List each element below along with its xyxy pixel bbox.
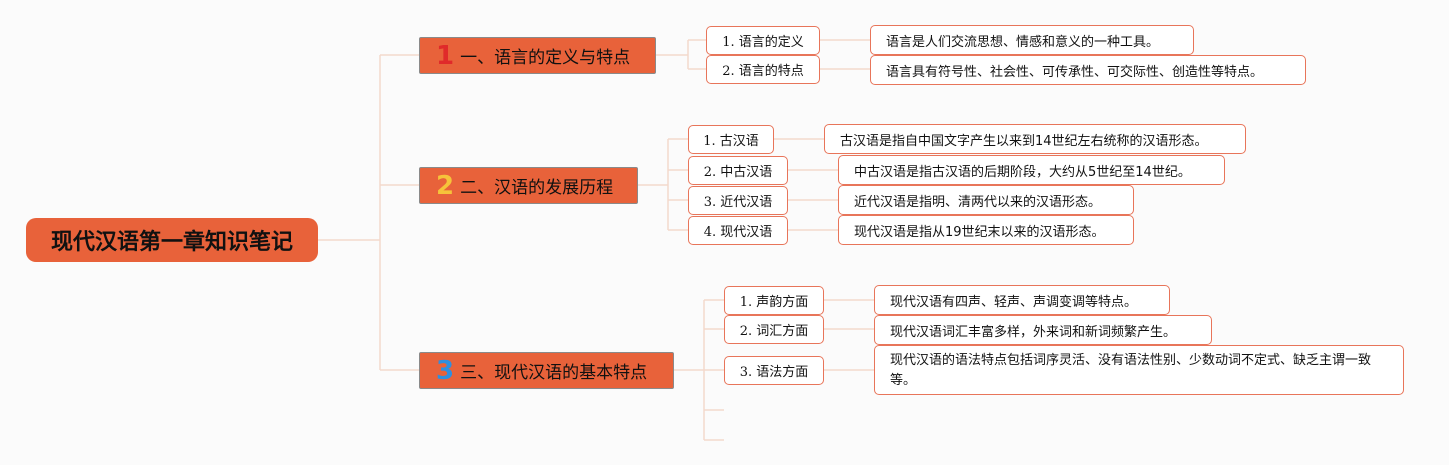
detail-text: 现代汉语的语法特点包括词序灵活、没有语法性别、少数动词不定式、缺乏主谓一致等。 xyxy=(890,353,1372,388)
topic-node[interactable]: 4. 现代汉语 xyxy=(688,216,788,245)
topic-label: 2. 词汇方面 xyxy=(739,324,809,339)
detail-text: 语言具有符号性、社会性、可传承性、可交际性、创造性等特点。 xyxy=(886,64,1264,80)
detail-text: 语言是人们交流思想、情感和意义的一种工具。 xyxy=(886,34,1160,50)
topic-label: 1. 声韵方面 xyxy=(739,295,809,310)
topic-node[interactable]: 1. 古汉语 xyxy=(688,125,774,154)
detail-text: 近代汉语是指明、清两代以来的汉语形态。 xyxy=(854,194,1102,210)
detail-node[interactable]: 中古汉语是指古汉语的后期阶段，大约从5世纪至14世纪。 xyxy=(838,155,1225,185)
connector-b2 xyxy=(638,138,688,231)
branch-node-1[interactable]: 1 一、语言的定义与特点 xyxy=(419,37,656,74)
number-3-icon: 3 xyxy=(436,355,455,386)
root-node[interactable]: 现代汉语第一章知识笔记 xyxy=(26,218,318,262)
detail-node[interactable]: 语言是人们交流思想、情感和意义的一种工具。 xyxy=(870,25,1194,55)
detail-text: 现代汉语词汇丰富多样，外来词和新词频繁产生。 xyxy=(890,324,1177,340)
topic-label: 4. 现代汉语 xyxy=(703,225,773,240)
detail-node[interactable]: 语言具有符号性、社会性、可传承性、可交际性、创造性等特点。 xyxy=(870,55,1306,85)
topic-label: 1. 古汉语 xyxy=(703,134,759,149)
branch-node-2[interactable]: 2 二、汉语的发展历程 xyxy=(419,167,638,204)
topic-label: 1. 语言的定义 xyxy=(722,35,804,50)
branch-title: 二、汉语的发展历程 xyxy=(460,178,614,198)
connector-b1-desc xyxy=(820,39,870,70)
root-title: 现代汉语第一章知识笔记 xyxy=(50,230,293,255)
detail-node[interactable]: 现代汉语的语法特点包括词序灵活、没有语法性别、少数动词不定式、缺乏主谓一致等。 xyxy=(874,345,1404,395)
branch-title: 三、现代汉语的基本特点 xyxy=(460,363,648,383)
connector-b2-desc xyxy=(774,138,838,231)
topic-label: 3. 近代汉语 xyxy=(703,195,773,210)
topic-label: 2. 语言的特点 xyxy=(722,64,804,79)
detail-node[interactable]: 古汉语是指自中国文字产生以来到14世纪左右统称的汉语形态。 xyxy=(824,124,1246,154)
detail-node[interactable]: 近代汉语是指明、清两代以来的汉语形态。 xyxy=(838,185,1134,215)
topic-node[interactable]: 3. 近代汉语 xyxy=(688,186,788,215)
number-1-icon: 1 xyxy=(436,40,455,71)
topic-node[interactable]: 3. 语法方面 xyxy=(724,356,824,385)
connector-b3-desc xyxy=(824,299,874,371)
topic-node[interactable]: 2. 语言的特点 xyxy=(706,55,820,84)
detail-node[interactable]: 现代汉语有四声、轻声、声调变调等特点。 xyxy=(874,285,1170,315)
branch-node-3[interactable]: 3 三、现代汉语的基本特点 xyxy=(419,352,674,389)
topic-label: 3. 语法方面 xyxy=(739,365,809,380)
topic-node[interactable]: 2. 中古汉语 xyxy=(688,156,788,185)
detail-text: 古汉语是指自中国文字产生以来到14世纪左右统称的汉语形态。 xyxy=(840,133,1208,149)
connector-b1 xyxy=(656,39,706,70)
branch-title: 一、语言的定义与特点 xyxy=(460,48,631,68)
topic-node[interactable]: 1. 声韵方面 xyxy=(724,286,824,315)
detail-text: 现代汉语有四声、轻声、声调变调等特点。 xyxy=(890,294,1138,310)
detail-node[interactable]: 现代汉语是指从19世纪末以来的汉语形态。 xyxy=(838,215,1134,245)
topic-node[interactable]: 1. 语言的定义 xyxy=(706,26,820,55)
detail-text: 现代汉语是指从19世纪末以来的汉语形态。 xyxy=(854,224,1105,240)
topic-label: 2. 中古汉语 xyxy=(703,165,773,180)
number-2-icon: 2 xyxy=(436,170,455,201)
topic-node[interactable]: 2. 词汇方面 xyxy=(724,315,824,344)
detail-node[interactable]: 现代汉语词汇丰富多样，外来词和新词频繁产生。 xyxy=(874,315,1212,345)
connector-b3 xyxy=(674,299,724,441)
detail-text: 中古汉语是指古汉语的后期阶段，大约从5世纪至14世纪。 xyxy=(854,164,1191,180)
